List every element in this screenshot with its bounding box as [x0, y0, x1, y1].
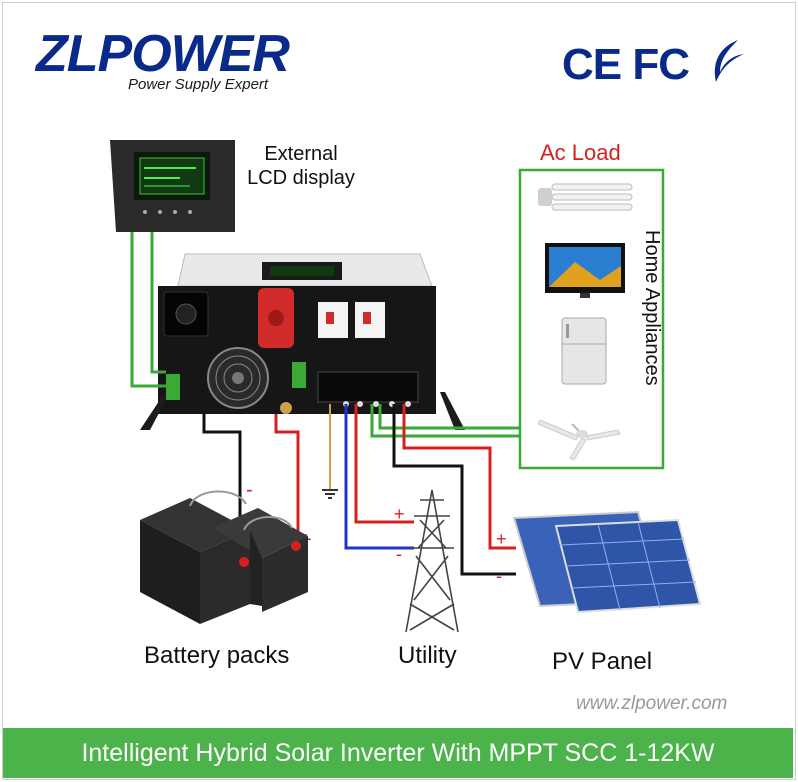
ac-load-label: Ac Load: [540, 140, 621, 165]
pv-plus-sign: +: [496, 529, 507, 549]
pv-negative-wire: [392, 404, 516, 576]
lcd-label: External LCD display: [236, 142, 366, 190]
refrigerator-icon: [561, 317, 607, 385]
battery-pack-icon: [140, 490, 308, 624]
utility-plus-sign: +: [394, 504, 405, 524]
certification-marks: CE FC: [562, 40, 690, 90]
footer-banner: Intelligent Hybrid Solar Inverter With M…: [3, 728, 793, 778]
utility-tower-icon: [405, 489, 459, 633]
ce-fc-marks: CE FC: [562, 40, 690, 89]
ac-load-wire: [370, 404, 520, 438]
external-lcd-display: [110, 140, 235, 232]
ac-load-wire-2: [378, 404, 520, 430]
lcd-label-line-1: External: [264, 143, 338, 165]
battery-negative-wire: [202, 414, 242, 518]
website-url: www.zlpower.com: [576, 693, 728, 714]
lcd-label-line-2: LCD display: [247, 167, 355, 189]
utility-minus-sign: -: [396, 544, 402, 564]
footer-title: Intelligent Hybrid Solar Inverter With M…: [81, 738, 715, 767]
logo-text: ZLPOWER: [36, 25, 290, 83]
utility-label: Utility: [398, 642, 457, 669]
battery-positive-wire: [274, 414, 300, 548]
lcd-cable-wire: [130, 232, 166, 388]
battery-packs-label: Battery packs: [144, 642, 290, 669]
cfl-bulb-icon: [538, 183, 633, 211]
ground-symbol-icon: [322, 489, 338, 499]
battery-minus-sign: -: [246, 479, 253, 501]
ac-load-box: [518, 168, 665, 470]
brand-logo: ZLPOWER Power Supply Expert: [36, 25, 290, 93]
ceiling-fan-icon: [537, 419, 621, 461]
utility-negative-wire: [344, 404, 414, 550]
logo-tagline: Power Supply Expert: [128, 76, 269, 93]
tv-icon: [545, 243, 625, 298]
pv-positive-wire: [402, 404, 516, 550]
pv-minus-sign: -: [496, 566, 502, 586]
pv-panel-label: PV Panel: [552, 648, 653, 675]
leaf-cert-icon: [714, 40, 744, 82]
lcd-cable-wire-2: [150, 232, 166, 374]
utility-positive-wire: [354, 404, 414, 524]
hybrid-inverter-unit: [140, 253, 465, 430]
home-appliances-label: Home Appliances: [641, 230, 663, 386]
pv-panel-icon: [512, 510, 702, 614]
